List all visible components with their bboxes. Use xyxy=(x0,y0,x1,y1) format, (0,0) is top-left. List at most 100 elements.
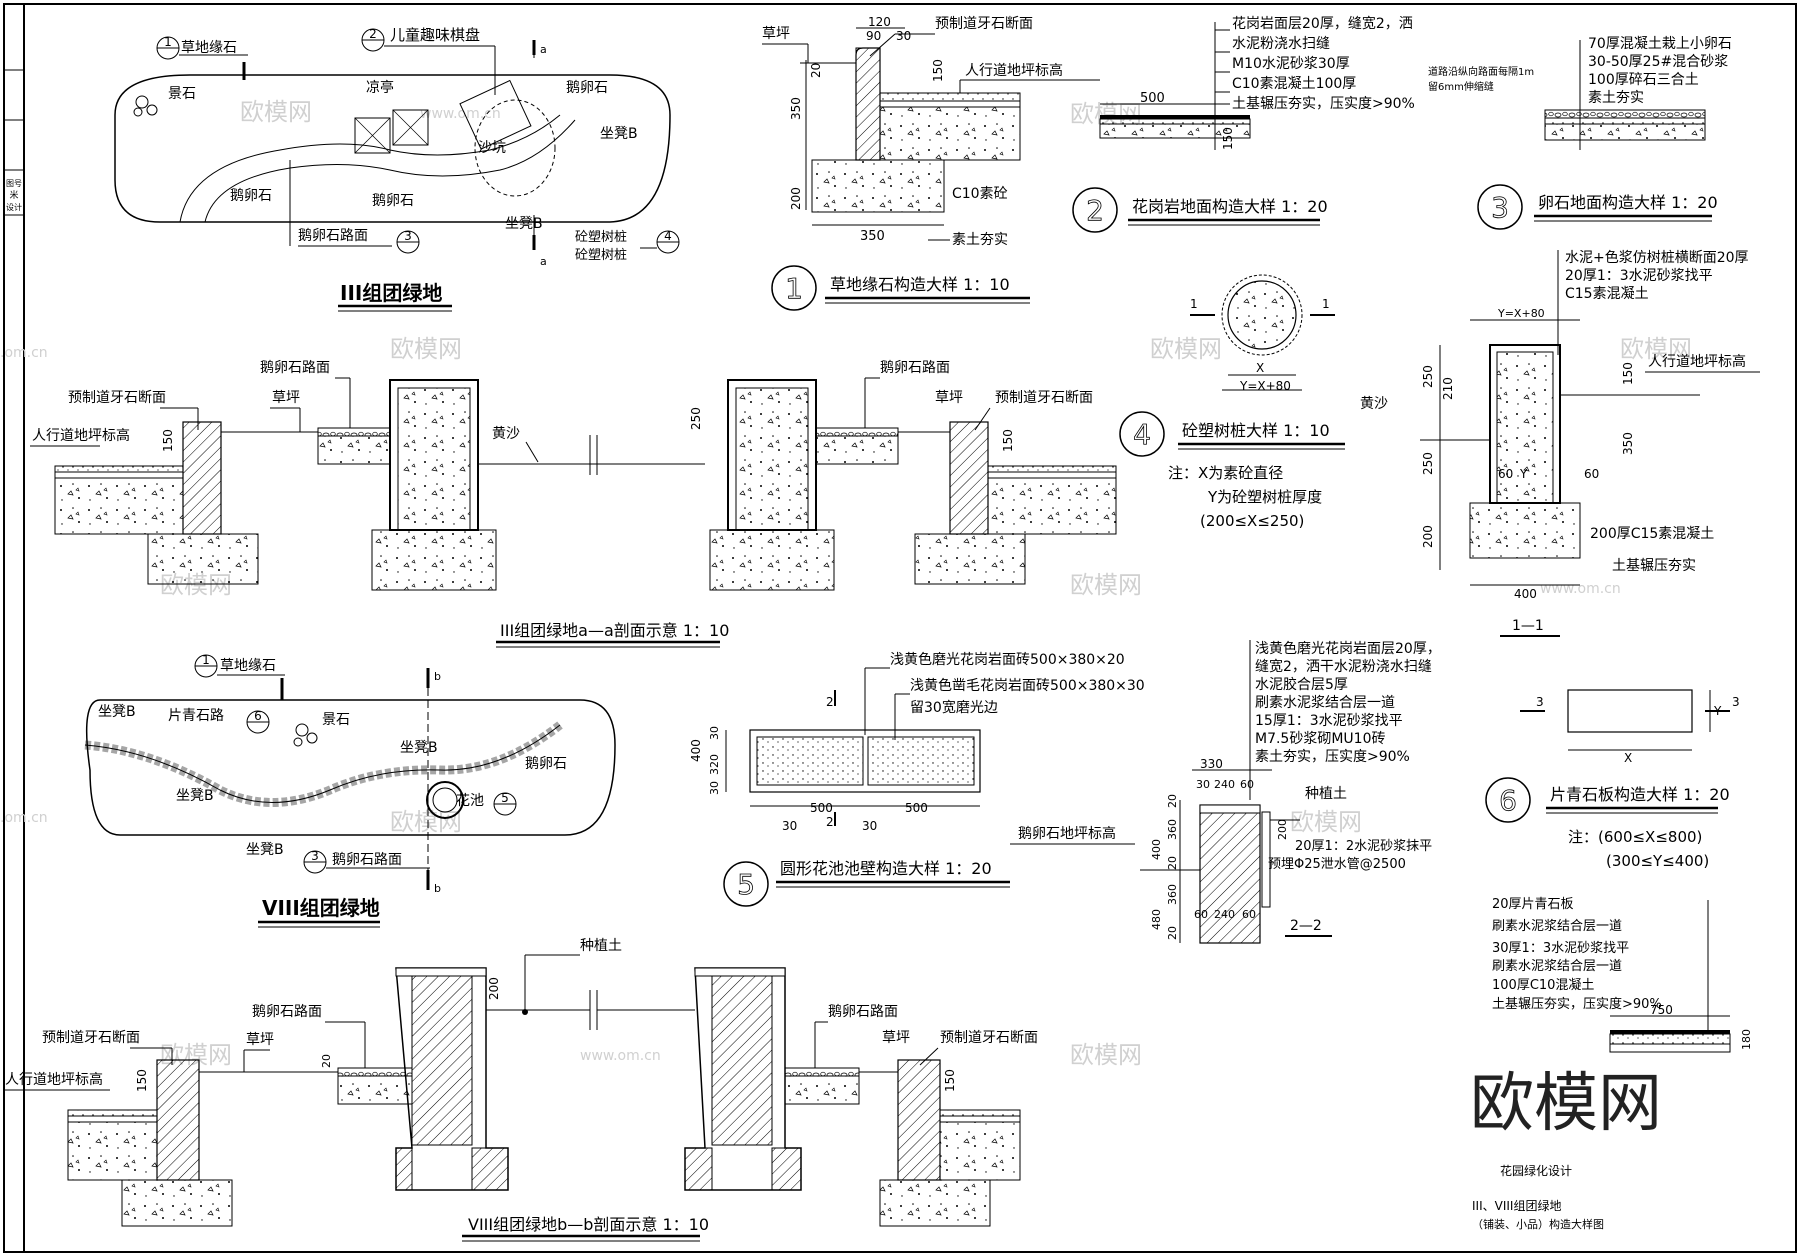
title-block: 欧模网 花园绿化设计 III、VIII组团绿地 （铺装、小品）构造大样图 xyxy=(1470,1067,1662,1231)
dim-150: 150 xyxy=(931,59,945,82)
section-b-b-title: VIII组团绿地b—b剖面示意 1：10 xyxy=(468,1215,709,1234)
label-soil: 素土夯实 xyxy=(952,232,1008,248)
dim-30: 30 xyxy=(708,726,721,740)
label-grass-edge: 草地缘石 xyxy=(220,658,276,674)
design-name: 花园绿化设计 xyxy=(1500,1163,1572,1178)
dim-150: 150 xyxy=(161,429,175,452)
label-rock: 景石 xyxy=(168,86,196,102)
dim-250: 250 xyxy=(1421,452,1435,475)
cut-mark: 3 xyxy=(1732,695,1740,709)
dim-750: 750 xyxy=(1650,1003,1673,1017)
dim-320: 320 xyxy=(708,754,721,775)
note-line: 注：X为素砼直径 xyxy=(1168,464,1283,482)
callout-number: 5 xyxy=(501,791,509,805)
label-bench: 坐凳B xyxy=(98,704,136,720)
dim-120: 120 xyxy=(868,15,891,29)
dim-30: 30 xyxy=(1196,778,1210,791)
watermark: 欧模网 xyxy=(1620,335,1692,363)
label-bench: 坐凳B xyxy=(600,126,638,142)
dim-350: 350 xyxy=(860,229,885,244)
detail-3-title: 卵石地面构造大样 1：20 xyxy=(1538,193,1718,212)
dim-x: X xyxy=(1256,361,1264,375)
note-line: C15素混凝土 xyxy=(1565,286,1649,302)
dim-360: 360 xyxy=(1166,819,1179,840)
note-line: 素土夯实，压实度>90% xyxy=(1255,749,1410,765)
detail-number: 5 xyxy=(737,868,755,901)
dim-250: 250 xyxy=(1421,365,1435,388)
path-edge xyxy=(204,119,576,223)
dim-360: 360 xyxy=(1166,884,1179,905)
dim-60: 60 xyxy=(1498,467,1513,481)
dim-150: 150 xyxy=(1621,362,1635,385)
label-lawn: 草坪 xyxy=(246,1032,274,1048)
detail-number: 4 xyxy=(1133,418,1151,451)
curb-stone xyxy=(182,421,222,535)
dim-200: 200 xyxy=(487,977,501,1000)
note-line: 刷素水泥浆结合层一道 xyxy=(1492,919,1622,934)
detail-3-notes: 70厚混凝土栽上小卵石 30-50厚25#混合砂浆 100厚碎石三合土 素土夯实 xyxy=(1588,36,1732,106)
callout-number: 1 xyxy=(202,653,210,667)
watermark: 欧模网 xyxy=(1290,808,1362,836)
plan-iii: a a 1 草地缘石 2 儿童趣味棋盘 景石 凉亭 鹅卵石 沙坑 坐凳B 鹅卵石… xyxy=(114,26,680,312)
watermark-url: .om.cn xyxy=(0,810,48,826)
dim-60: 60 xyxy=(1242,908,1256,921)
dim-20: 20 xyxy=(809,63,823,78)
dim-60: 60 xyxy=(1240,778,1254,791)
note-line: Y为砼塑树桩厚度 xyxy=(1207,488,1322,506)
watermarks: 欧模网 www.om.cn 欧模网 欧模网 欧模网 欧模网 .om.cn 欧模网… xyxy=(0,98,1692,1069)
detail-number: 1 xyxy=(785,272,803,305)
dim-x: X xyxy=(1624,751,1632,765)
plan-iii-title: III组团绿地 xyxy=(340,281,442,305)
callout-number: 3 xyxy=(404,229,412,243)
dim-20: 20 xyxy=(1166,926,1179,940)
side-text-b: 设计 xyxy=(6,202,22,212)
tree-post-outer xyxy=(1221,274,1303,356)
section-mark-b: b xyxy=(434,670,441,683)
detail-1-1-section: Y=X+80 水泥+色浆仿树桩横断面20厚 20厚1：3水泥砂浆找平 C15素混… xyxy=(1360,249,1760,637)
plan-viii-title: VIII组团绿地 xyxy=(262,896,380,920)
label-mortar: 20厚1：2水泥砂浆抹平 xyxy=(1295,839,1432,854)
detail-number-circle xyxy=(1485,777,1531,823)
detail-number-circle xyxy=(723,861,769,907)
side-text-a: 米 xyxy=(9,189,18,201)
label-pebble: 鹅卵石 xyxy=(230,187,272,204)
note-line: M7.5砂浆砌MU10砖 xyxy=(1255,731,1385,747)
label-bench: 坐凳B xyxy=(505,216,543,232)
label-tree-post: 砼塑树桩 xyxy=(575,248,627,263)
dim-400: 400 xyxy=(1150,839,1163,860)
watermark-url: .om.cn xyxy=(0,345,48,361)
note-line: 花岗岩面层20厚，缝宽2，洒 xyxy=(1232,15,1413,32)
detail-4-tree-post: 1 1 X Y=X+80 4 砼塑树桩大样 1：10 注：X为素砼直径 Y为砼塑… xyxy=(1119,274,1345,530)
note-line: (200≤X≤250) xyxy=(1200,512,1304,530)
detail-4-notes: 注：X为素砼直径 Y为砼塑树桩厚度 (200≤X≤250) xyxy=(1168,464,1322,530)
dim-400: 400 xyxy=(1514,587,1537,601)
callout-number: 6 xyxy=(254,709,262,723)
label-curb-section: 预制道牙石断面 xyxy=(935,16,1033,32)
label-walk-level: 人行道地坪标高 xyxy=(965,62,1063,79)
drawing-border xyxy=(23,3,1797,1253)
detail-number-circle xyxy=(771,265,817,311)
note-line: 30-50厚25#混合砂浆 xyxy=(1588,54,1728,70)
callout-number: 2 xyxy=(369,27,377,41)
label-walk-level: 人行道地坪标高 xyxy=(1648,353,1746,370)
label-bench: 坐凳B xyxy=(176,788,214,804)
detail-6-title: 片青石板构造大样 1：20 xyxy=(1550,785,1730,804)
label-pebble-road: 鹅卵石路面 xyxy=(332,851,402,868)
sandpit xyxy=(474,99,556,197)
side-strip: 米 设计 图号 xyxy=(4,69,24,216)
detail-5-notes: 浅黄色磨光花岗岩面砖500×380×20 浅黄色凿毛花岗岩面砖500×380×3… xyxy=(890,651,1145,716)
section-mark-a: a xyxy=(540,43,547,56)
callout-number: 1 xyxy=(164,35,172,49)
label-walk-level: 人行道地坪标高 xyxy=(5,1071,103,1088)
dim-330: 330 xyxy=(1200,757,1223,771)
detail-number-circle xyxy=(1072,187,1118,233)
detail-2-granite: 花岗岩面层20厚，缝宽2，洒 水泥粉浇水扫缝 M10水泥砂浆30厚 C10素混凝… xyxy=(1072,15,1415,233)
note-line: 100厚碎石三合土 xyxy=(1588,72,1699,88)
dim-y: Y=X+80 xyxy=(1497,307,1545,320)
note-line: 刷素水泥浆结合层一道 xyxy=(1492,959,1622,974)
label-grass-edge: 草地缘石 xyxy=(181,40,237,56)
label-flower-pond: 花池 xyxy=(456,793,484,809)
label-lawn: 草坪 xyxy=(935,390,963,406)
curb-stone xyxy=(156,1059,200,1181)
